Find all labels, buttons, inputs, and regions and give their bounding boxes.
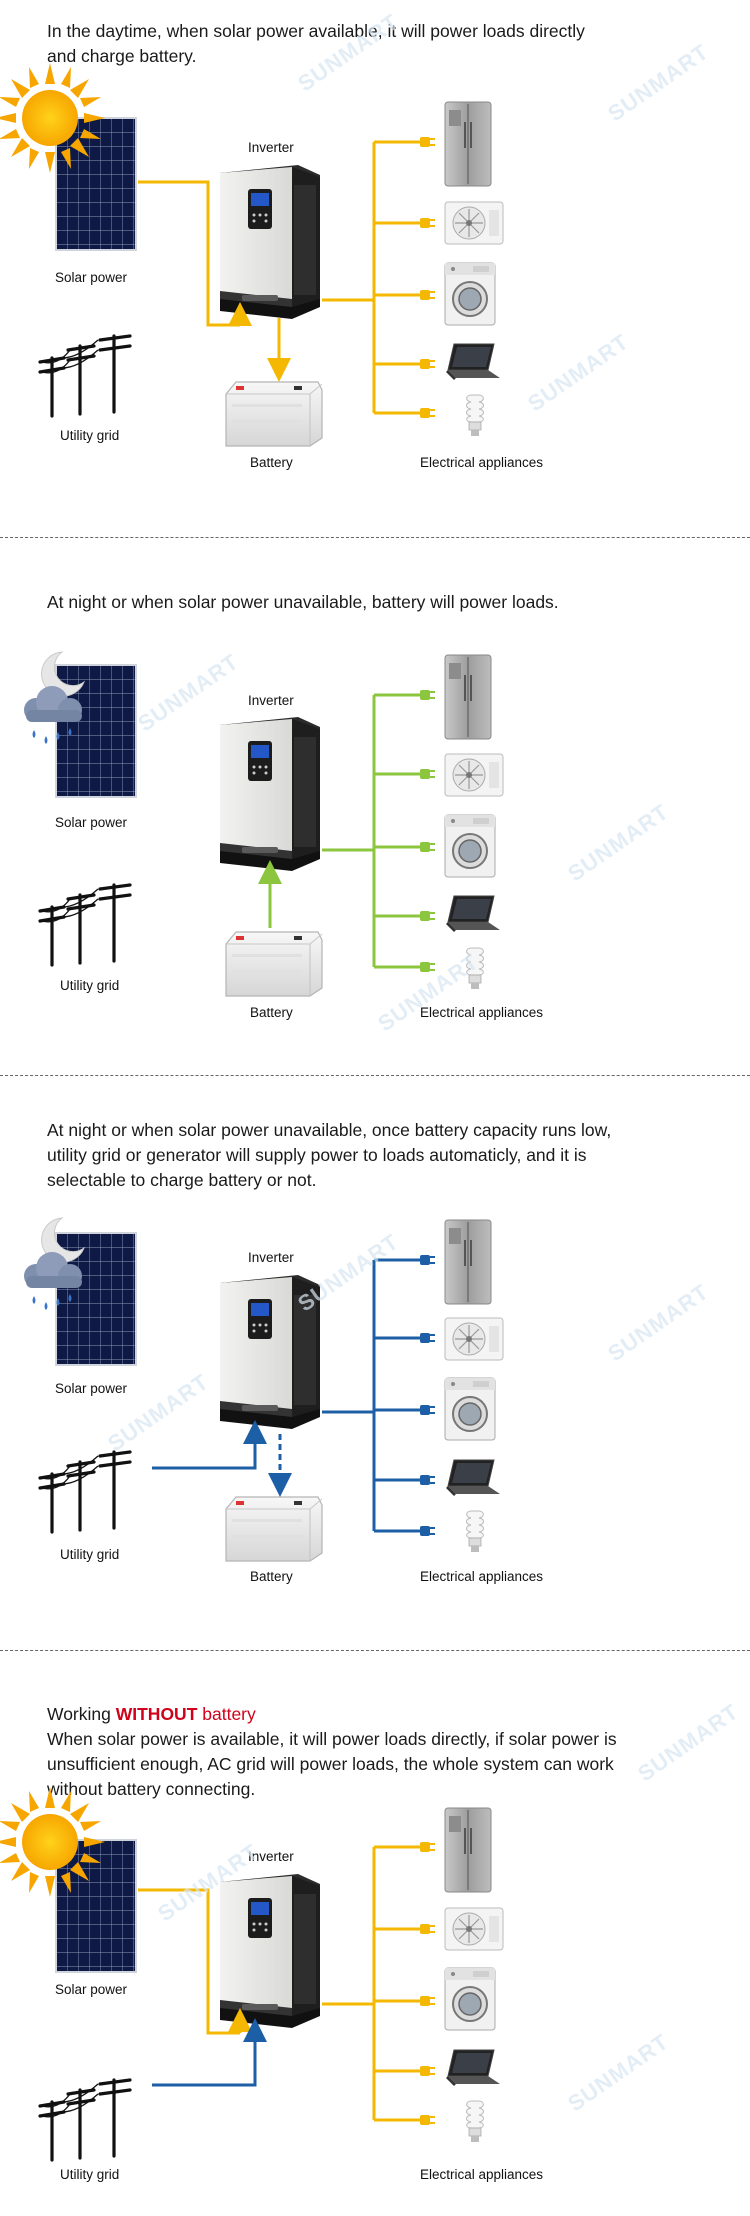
section-daytime: In the daytime, when solar power availab… xyxy=(0,0,750,540)
appliances-label: Electrical appliances xyxy=(420,2167,544,2182)
utility-grid-label: Utility grid xyxy=(60,978,120,993)
laptop-icon xyxy=(445,1459,501,1497)
refrigerator-icon xyxy=(444,1807,492,1893)
heading-prefix: Working xyxy=(47,1704,116,1724)
battery-label: Battery xyxy=(250,1569,293,1584)
air-conditioner-icon xyxy=(444,1317,504,1361)
battery-label: Battery xyxy=(250,455,293,470)
light-bulb-icon xyxy=(466,394,484,437)
appliances-label: Electrical appliances xyxy=(420,1569,544,1584)
utility-pole-icon xyxy=(38,2078,132,2162)
description-line: At night or when solar power unavailable… xyxy=(47,1120,612,1140)
laptop-icon xyxy=(445,895,501,933)
section-divider xyxy=(0,537,750,538)
section-description: At night or when solar power unavailable… xyxy=(47,590,559,615)
refrigerator-icon xyxy=(444,654,492,740)
description-line: When solar power is available, it will p… xyxy=(47,1729,617,1749)
inverter-label: Inverter xyxy=(248,140,294,155)
inverter-label: Inverter xyxy=(248,1849,294,1864)
battery-icon xyxy=(225,931,323,997)
washing-machine-icon xyxy=(444,1377,496,1441)
inverter-label: Inverter xyxy=(248,693,294,708)
description-line: At night or when solar power unavailable… xyxy=(47,592,559,612)
solar-power-label: Solar power xyxy=(55,815,128,830)
battery-label: Battery xyxy=(250,1005,293,1020)
utility-grid-label: Utility grid xyxy=(60,428,120,443)
refrigerator-icon xyxy=(444,1219,492,1305)
section-description: In the daytime, when solar power availab… xyxy=(47,19,585,69)
solar-power-label: Solar power xyxy=(55,1381,128,1396)
inverter-icon xyxy=(220,165,320,319)
section-divider xyxy=(0,1075,750,1076)
appliances-label: Electrical appliances xyxy=(420,455,544,470)
section-description: At night or when solar power unavailable… xyxy=(47,1118,611,1193)
utility-grid-label: Utility grid xyxy=(60,2167,120,2182)
section-night-battery: At night or when solar power unavailable… xyxy=(0,540,750,1075)
utility-pole-icon xyxy=(38,1450,132,1534)
description-line: and charge battery. xyxy=(47,46,197,66)
description-line: without battery connecting. xyxy=(47,1779,256,1799)
solar-power-label: Solar power xyxy=(55,1982,128,1997)
description-line: selectable to charge battery or not. xyxy=(47,1170,317,1190)
inverter-label: Inverter xyxy=(248,1250,294,1265)
refrigerator-icon xyxy=(444,101,492,187)
air-conditioner-icon xyxy=(444,753,504,797)
washing-machine-icon xyxy=(444,262,496,326)
light-bulb-icon xyxy=(466,2100,484,2143)
diagram-without-battery xyxy=(0,1787,504,2162)
utility-grid-label: Utility grid xyxy=(60,1547,120,1562)
utility-pole-icon xyxy=(38,334,132,418)
section-divider xyxy=(0,1650,750,1651)
section-without-battery: Working WITHOUT battery When solar power… xyxy=(0,1653,750,2216)
description-line: utility grid or generator will supply po… xyxy=(47,1145,587,1165)
description-line: In the daytime, when solar power availab… xyxy=(47,21,585,41)
battery-icon xyxy=(225,1496,323,1562)
washing-machine-icon xyxy=(444,814,496,878)
air-conditioner-icon xyxy=(444,201,504,245)
utility-pole-icon xyxy=(38,883,132,967)
heading-highlight: WITHOUT xyxy=(115,1704,198,1724)
section-description: Working WITHOUT battery When solar power… xyxy=(47,1702,617,1802)
battery-icon xyxy=(225,381,323,447)
inverter-icon xyxy=(220,717,320,871)
diagram-daytime xyxy=(0,63,504,447)
air-conditioner-icon xyxy=(444,1907,504,1951)
diagram-night-grid xyxy=(23,1217,504,1562)
washing-machine-icon xyxy=(444,1967,496,2031)
heading-suffix: battery xyxy=(197,1704,256,1724)
solar-power-label: Solar power xyxy=(55,270,128,285)
section-heading: Working WITHOUT battery xyxy=(47,1702,617,1727)
laptop-icon xyxy=(445,2049,501,2087)
section-night-grid: At night or when solar power unavailable… xyxy=(0,1078,750,1648)
laptop-icon xyxy=(445,343,501,381)
diagram-night-battery xyxy=(23,651,504,997)
appliances-label: Electrical appliances xyxy=(420,1005,544,1020)
light-bulb-icon xyxy=(466,1510,484,1553)
inverter-icon xyxy=(220,1874,320,2028)
description-line: unsufficient enough, AC grid will power … xyxy=(47,1754,614,1774)
